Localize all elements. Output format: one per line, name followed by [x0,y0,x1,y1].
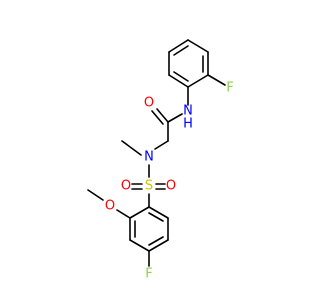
bond [156,108,169,123]
bond [168,74,189,88]
bond [187,39,209,53]
bond [121,140,142,156]
fluorine-atom-bottom: F [145,267,152,282]
fluorine-atom-top: F [226,81,233,96]
atom-labels: F N H O N S O O O F [105,81,234,282]
sulfonamide-nitrogen: N [144,150,154,165]
bond [187,74,209,88]
bond [167,113,183,123]
bond [87,189,104,201]
bond [116,209,131,219]
bond [129,239,150,252]
bond [154,140,169,150]
methoxy-oxygen: O [105,199,115,214]
molecule-structure-diagram: F N H O N S O O O F [87,39,234,282]
sulfur-atom: S [145,179,153,194]
bond [173,45,189,56]
bond [207,74,226,86]
bond [151,110,164,125]
amide-hydrogen: H [183,117,193,132]
bond [148,236,164,246]
sulfonyl-oxygen-right: O [166,179,176,194]
amide-nitrogen: N [183,104,193,119]
sulfonyl-oxygen-left: O [121,179,131,194]
bonds [87,39,226,267]
bond [148,206,169,219]
bond [148,212,164,222]
bond [148,239,169,252]
carbonyl-oxygen: O [144,96,154,111]
bond [168,39,189,53]
bond [129,206,150,219]
bond [173,71,189,82]
